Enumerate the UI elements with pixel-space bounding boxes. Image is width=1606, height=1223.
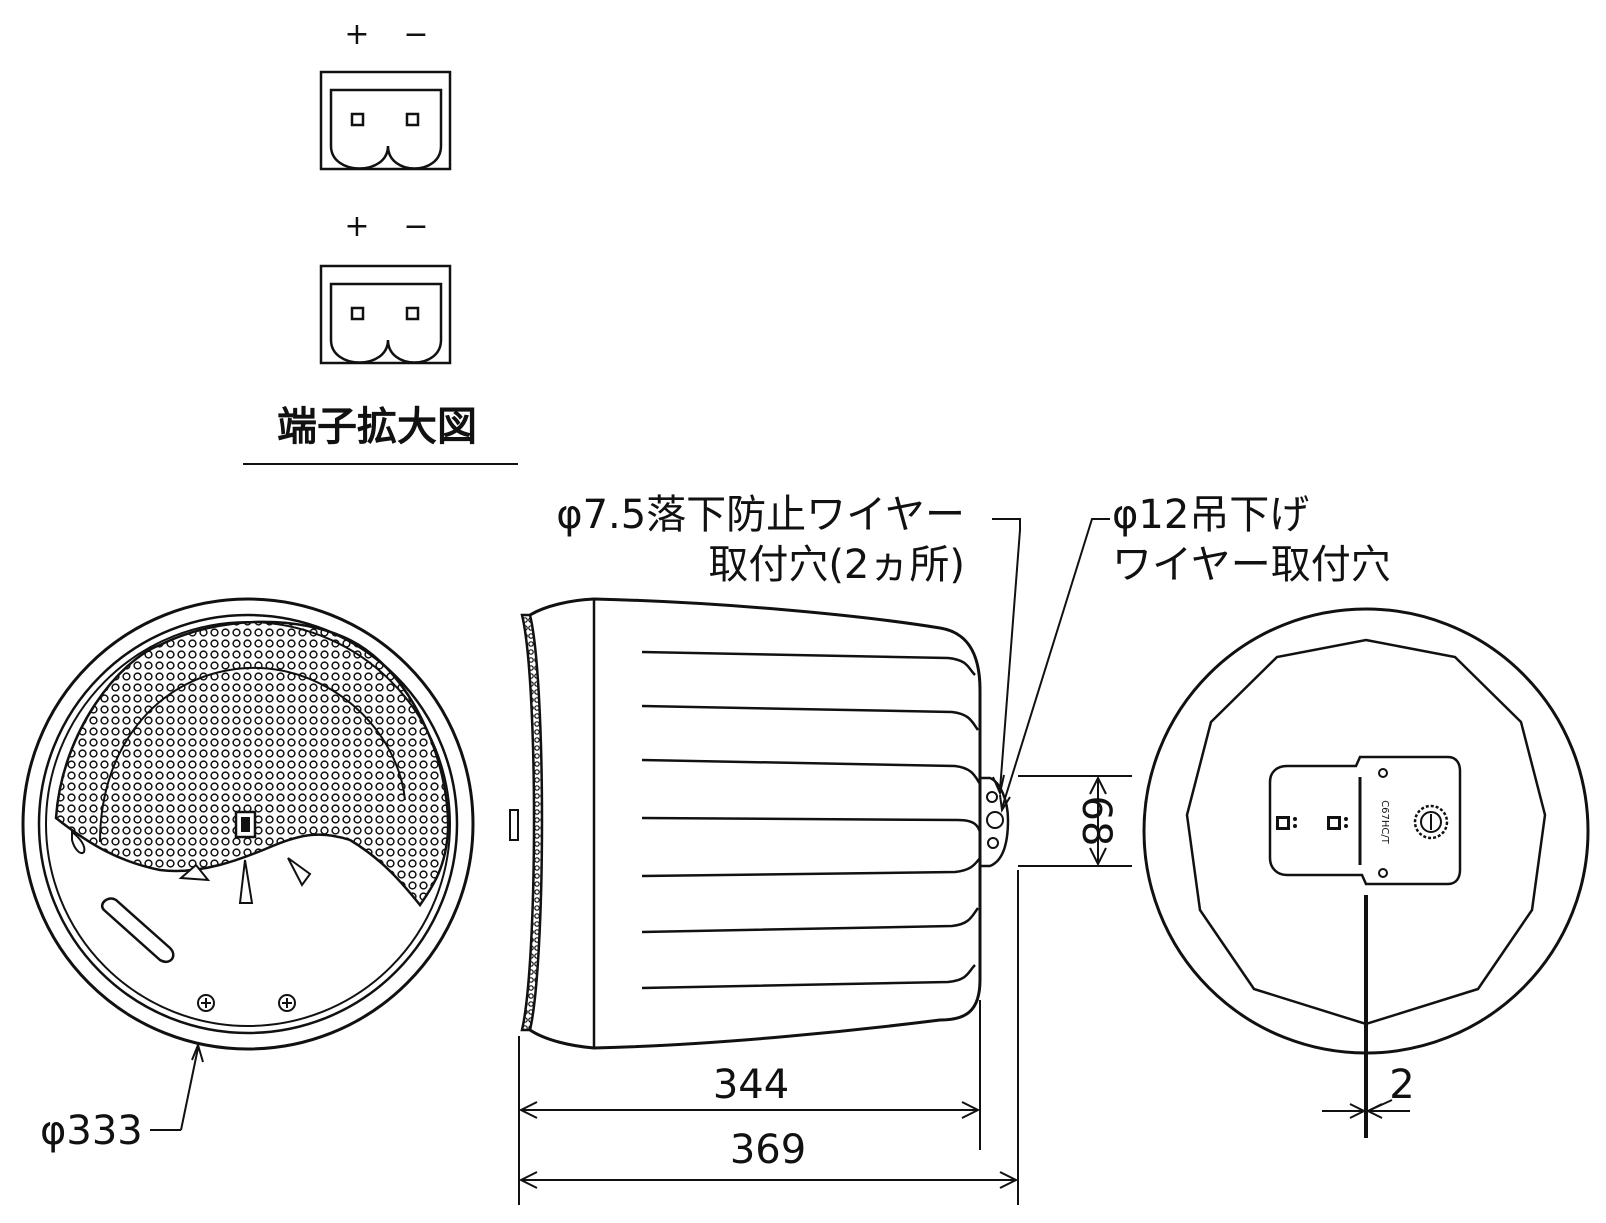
safety-wire-callout-1: φ7.5落下防止ワイヤー bbox=[556, 492, 965, 538]
hang-wire-callout-1: φ12吊下げ bbox=[1112, 492, 1309, 538]
screw-right bbox=[278, 994, 296, 1012]
body-ribs bbox=[641, 650, 982, 990]
safety-wire-callout-2: 取付穴(2ヵ所) bbox=[708, 542, 965, 588]
hang-wire-callout-2: ワイヤー取付穴 bbox=[1112, 542, 1391, 588]
side-grille bbox=[520, 613, 544, 1032]
terminal-minus-label: − bbox=[403, 17, 428, 52]
side-view: 68 344 369 φ7.5落下防止ワイヤー 取付穴(2ヵ所) φ12吊下げ … bbox=[509, 492, 1391, 1205]
rear-bracket bbox=[978, 776, 1010, 868]
terminal-detail-title: 端子拡大図 bbox=[277, 404, 477, 450]
terminal-plus-label: + bbox=[344, 17, 369, 52]
rear-terminal-2 bbox=[1327, 816, 1348, 830]
speaker-body bbox=[529, 597, 982, 1050]
body-length-dimension: 344 bbox=[713, 1062, 789, 1108]
terminal-minus-label-2: − bbox=[403, 209, 428, 244]
screw-left bbox=[197, 994, 215, 1012]
total-length-dimension: 369 bbox=[730, 1127, 806, 1173]
terminal-connector-2 bbox=[319, 264, 452, 365]
terminal-plus-label-2: + bbox=[344, 209, 369, 244]
rear-terminal-1 bbox=[1276, 816, 1297, 830]
front-view: φ333 bbox=[21, 597, 475, 1154]
front-grille bbox=[54, 620, 450, 908]
bracket-height-dimension: 68 bbox=[1073, 796, 1119, 847]
rear-selector-dial bbox=[1413, 804, 1449, 840]
diameter-dimension: φ333 bbox=[40, 1108, 143, 1154]
arrow-marker-center bbox=[238, 859, 254, 904]
rear-view: C67HC/T 2 bbox=[1142, 607, 1590, 1138]
front-slot bbox=[100, 897, 175, 964]
arrow-marker-left bbox=[178, 863, 211, 882]
rear-model-label: C67HC/T bbox=[1379, 800, 1390, 845]
wire-width-dimension: 2 bbox=[1389, 1062, 1414, 1108]
arrow-marker-right bbox=[287, 857, 312, 887]
rear-terminal-plate bbox=[1268, 755, 1462, 886]
terminal-connector-1 bbox=[319, 70, 452, 171]
terminal-detail: + − + − 端子拡大図 bbox=[243, 17, 518, 465]
